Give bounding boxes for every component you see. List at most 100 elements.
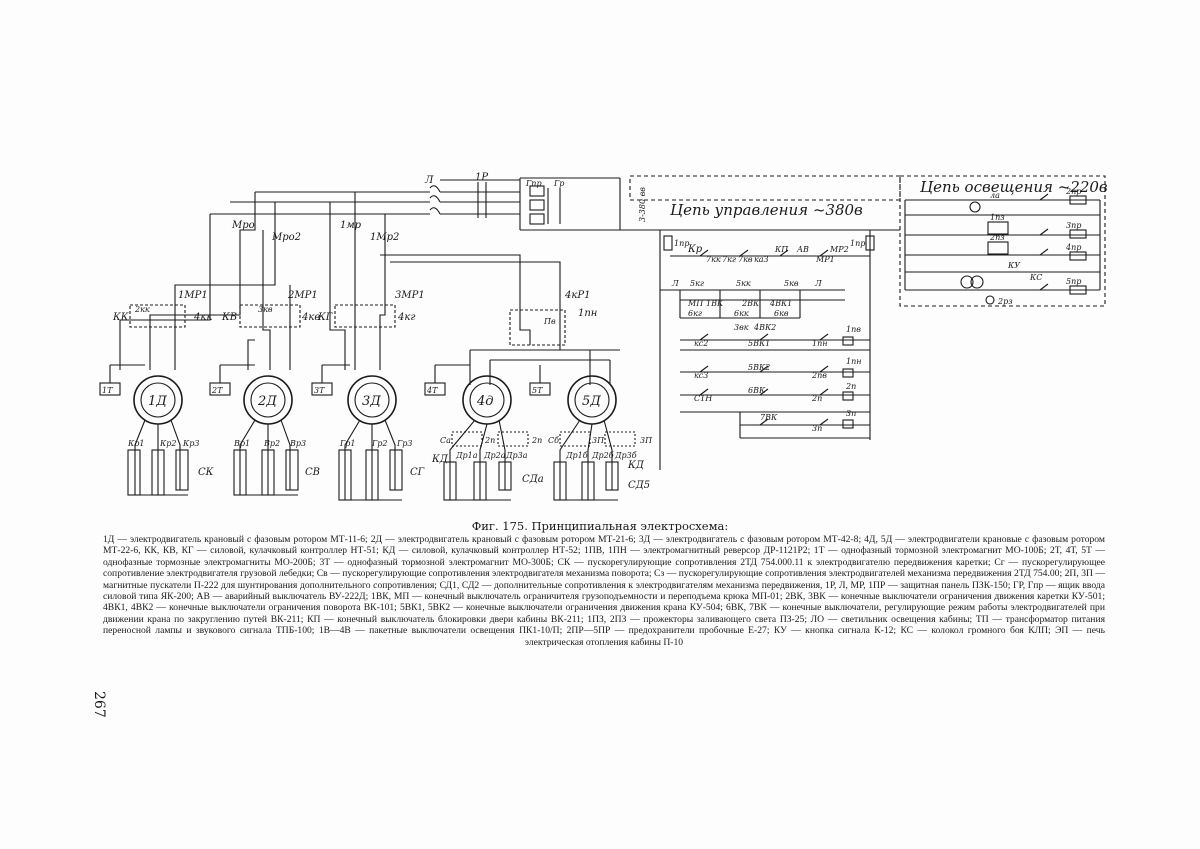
aux-label: КД xyxy=(627,460,645,471)
control-label: 6кв xyxy=(774,309,789,318)
control-circuit-label: Цепь управления ~380в xyxy=(670,201,863,219)
control-label: 1пн xyxy=(812,339,828,348)
resistor-tap-label: Др3б xyxy=(614,451,637,460)
lighting-label: 1пз xyxy=(990,213,1005,222)
control-label: МП xyxy=(687,299,704,308)
lighting-label: 5пр xyxy=(1066,277,1081,286)
motor-label: 3Д xyxy=(362,394,381,409)
lighting-circuit-label: Цепь освещения ~220в xyxy=(920,178,1108,196)
diagram-labels: Цепь управления ~380в Цепь освещения ~22… xyxy=(102,172,1108,491)
control-label: 1пн xyxy=(846,357,862,366)
control-label: 2ВК xyxy=(741,299,760,308)
feeder-label: 4кР1 xyxy=(564,290,590,301)
control-label: кс2 xyxy=(694,339,708,348)
control-label: 7кг xyxy=(722,255,736,264)
aux-label: 3П xyxy=(640,436,653,445)
lighting-circuit xyxy=(904,193,1101,305)
control-label: 6кг xyxy=(688,309,702,318)
feeder-label: Мро xyxy=(231,220,255,231)
lighting-label: 3пр xyxy=(1066,221,1081,230)
control-label: 6кк xyxy=(734,309,749,318)
lighting-label: КС xyxy=(1029,273,1042,282)
control-label: 5кв xyxy=(784,279,799,288)
contactor-label: Л xyxy=(424,175,434,186)
control-label: 3п xyxy=(846,409,856,418)
motor-label: 5Д xyxy=(582,394,601,409)
control-label: ка3 xyxy=(754,255,769,264)
controller-label: 2кк xyxy=(134,305,150,314)
control-label: Кр xyxy=(687,244,703,255)
feeder-label: 1мр xyxy=(340,220,362,231)
brake-label: 5Т xyxy=(532,386,543,395)
feeder-label: 1МР1 xyxy=(178,290,208,301)
aux-label: 2п xyxy=(531,436,542,445)
lighting-label: ла xyxy=(990,191,1000,200)
feeder-label: 2МР1 xyxy=(287,290,318,301)
resistor-tap-label: Кр3 xyxy=(182,439,199,448)
control-label: МР2 xyxy=(829,245,849,254)
control-label: Л xyxy=(814,279,822,288)
fuse-label: Гр xyxy=(553,179,564,188)
resistor-group-label: СГ xyxy=(410,467,425,478)
resistor-tap-label: Гр1 xyxy=(339,439,356,448)
resistor-group-label: СДа xyxy=(522,474,544,485)
control-label: 2п xyxy=(811,394,822,403)
control-label: Л xyxy=(671,279,679,288)
control-label: 5кк xyxy=(736,279,751,288)
controller-label: КВ xyxy=(221,312,237,323)
control-label: 2пв xyxy=(811,371,827,380)
resistor-tap-label: Вр2 xyxy=(263,439,280,448)
motor-label: 4д xyxy=(476,394,494,409)
controller-label: 4кг xyxy=(397,312,415,323)
aux-label: КД xyxy=(431,454,449,465)
brake-label: 4Т xyxy=(426,386,438,395)
control-label: 2п xyxy=(845,382,856,391)
control-label: МР1 xyxy=(815,255,835,264)
aux-label: Сб xyxy=(548,436,559,445)
control-label: 5кг xyxy=(690,279,704,288)
control-label: АВ xyxy=(796,245,809,254)
resistor-group-label: СК xyxy=(198,467,214,478)
feeder-label: 1Мр2 xyxy=(370,232,399,243)
electrical-schematic: Цепь управления ~380в Цепь освещения ~22… xyxy=(99,172,1108,501)
lighting-label: 2пр xyxy=(1065,187,1081,196)
lighting-label: КУ xyxy=(1007,261,1021,270)
lighting-label: 4пр xyxy=(1065,243,1081,252)
resistor-group-label: СД5 xyxy=(628,480,650,491)
control-label: 7кв xyxy=(738,255,753,264)
motor-label: 2Д xyxy=(257,394,277,409)
resistor-tap-label: Др3а xyxy=(505,451,528,460)
controller-label: 4кв xyxy=(301,312,320,323)
control-label: 4ВК1 xyxy=(769,299,792,308)
brake-label: 1Т xyxy=(102,386,113,395)
control-rungs xyxy=(660,230,875,440)
lighting-label: 2рз xyxy=(997,297,1013,306)
motor-feeders xyxy=(119,192,620,385)
aux-label: Сa xyxy=(440,436,451,445)
control-label: 1пр xyxy=(674,239,689,248)
control-label: 1ВК xyxy=(706,299,724,308)
voltage-label: 3-380 вв xyxy=(638,187,647,222)
control-label: 3вк xyxy=(734,323,749,332)
resistor-tap-label: Гр2 xyxy=(371,439,388,448)
resistor-tap-label: Вр1 xyxy=(233,439,250,448)
resistor-tap-label: Др2а xyxy=(483,451,506,460)
figure-caption-body: 1Д — электродвигатель крановый с фазовым… xyxy=(103,534,1105,648)
figure-caption-title: Фиг. 175. Принципиальная электросхема: xyxy=(471,519,729,533)
control-label: 4ВК2 xyxy=(753,323,776,332)
resistor-tap-label: Др1б xyxy=(565,451,588,460)
brake-label: 3Т xyxy=(314,386,325,395)
resistor-banks xyxy=(127,419,636,501)
resistor-group-label: СВ xyxy=(305,467,320,478)
feeder-label: 3МР1 xyxy=(395,290,425,301)
feeder-label: 1пн xyxy=(578,308,597,319)
resistor-tap-label: Кр1 xyxy=(127,439,144,448)
control-label: 3п xyxy=(812,424,822,433)
aux-label: 3П xyxy=(592,436,605,445)
switch-label: 1Р xyxy=(475,172,488,183)
control-label: С1Н xyxy=(694,394,713,403)
feeder-label: Пв xyxy=(543,317,556,326)
control-label: КП xyxy=(774,245,789,254)
lighting-label: 2пз xyxy=(989,233,1005,242)
